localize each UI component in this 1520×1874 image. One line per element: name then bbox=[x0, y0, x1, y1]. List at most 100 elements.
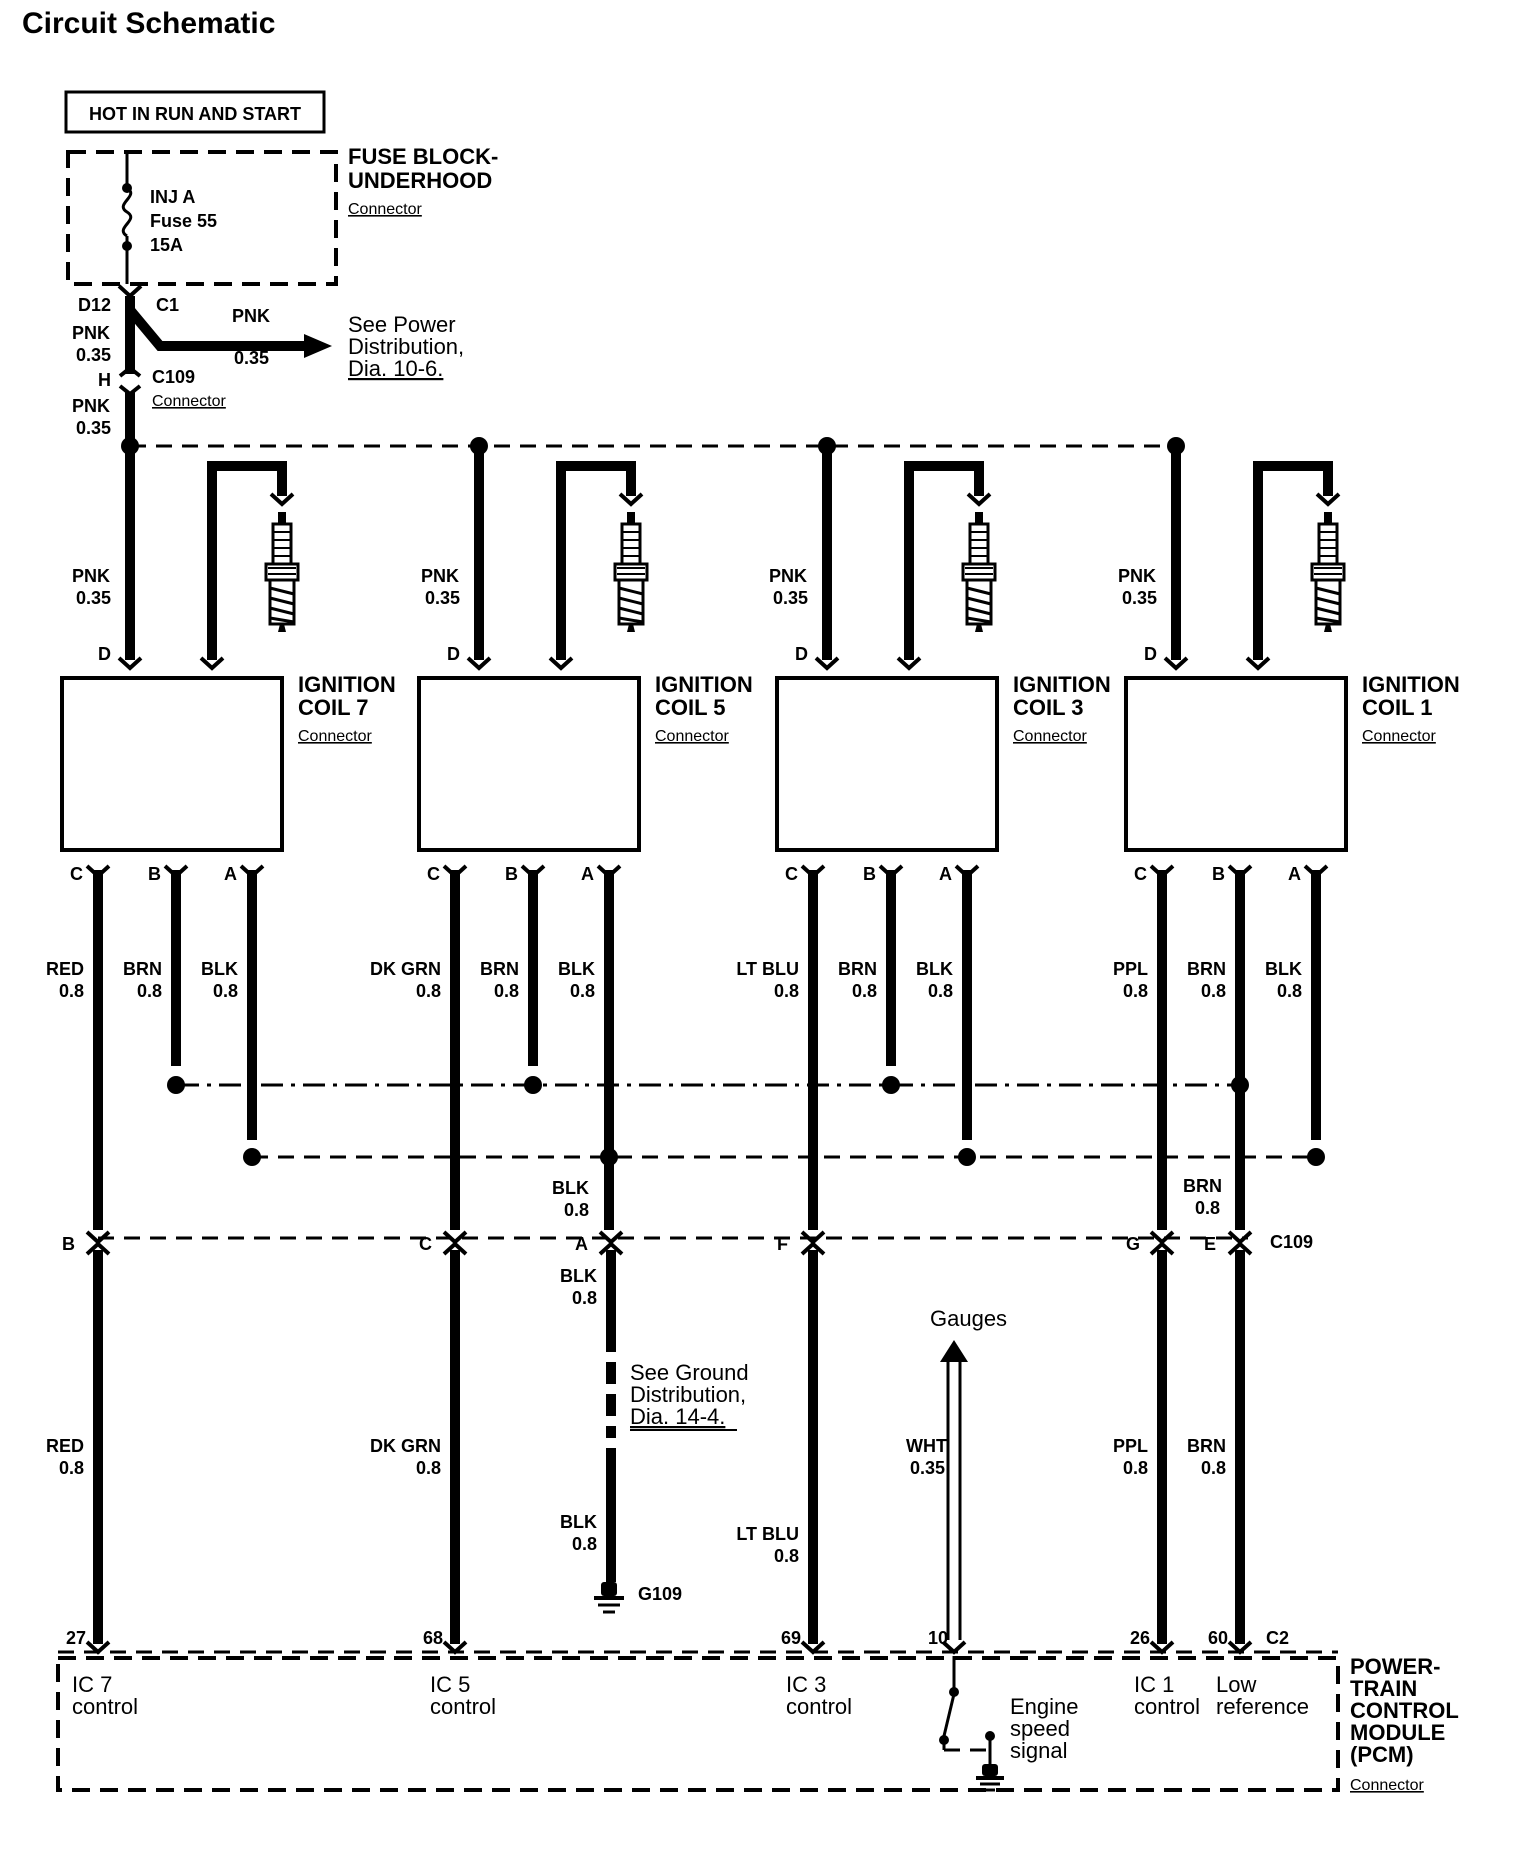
pcm-ic1-label-2: control bbox=[1134, 1694, 1200, 1719]
wht-wire-size: 0.35 bbox=[910, 1458, 945, 1478]
coil-ground-color: BLK bbox=[201, 959, 238, 979]
coil-ground-size: 0.8 bbox=[213, 981, 238, 1001]
fuse-block-connector: Connector bbox=[348, 201, 422, 218]
coil-supply-color: PNK bbox=[769, 566, 807, 586]
page-title: Circuit Schematic bbox=[22, 7, 275, 40]
coil-pin-label: B bbox=[505, 864, 518, 884]
ground-wire-size: 0.8 bbox=[572, 1288, 597, 1308]
coil-pin-label: A bbox=[939, 864, 952, 884]
fuse-name: INJ A bbox=[150, 187, 195, 207]
coil-control-color: RED bbox=[46, 959, 84, 979]
brn-splice-color: BRN bbox=[1183, 1176, 1222, 1196]
power-arrow bbox=[304, 334, 332, 358]
coil-box bbox=[417, 676, 641, 852]
c109-top-connector-label: Connector bbox=[152, 393, 226, 410]
pcm-ic3-label-1: IC 3 bbox=[786, 1672, 826, 1697]
brn-splice-size: 0.8 bbox=[1195, 1198, 1220, 1218]
pcm-wire-color: BRN bbox=[1187, 1436, 1226, 1456]
pcm-wire-color: PPL bbox=[1113, 1436, 1148, 1456]
ground-ref-line-2: Distribution, bbox=[630, 1382, 746, 1407]
gauges-label: Gauges bbox=[930, 1306, 1007, 1331]
coil-pin-label: B bbox=[148, 864, 161, 884]
fuse-block-name-2: UNDERHOOD bbox=[348, 168, 492, 193]
branch-wire-size: 0.35 bbox=[234, 348, 269, 368]
coil-control-color: LT BLU bbox=[736, 959, 799, 979]
coil-name-2: COIL 3 bbox=[1013, 695, 1084, 720]
coil-supply-size: 0.35 bbox=[773, 588, 808, 608]
pcm-wire-size: 0.8 bbox=[416, 1458, 441, 1478]
pcm-ic7-label-1: IC 7 bbox=[72, 1672, 112, 1697]
power-ref-line-1: See Power bbox=[348, 312, 456, 337]
pcm-pin-number: 60 bbox=[1208, 1628, 1228, 1648]
coil-box bbox=[775, 676, 999, 852]
coil-ref-size: 0.8 bbox=[137, 981, 162, 1001]
fuse-wire-size: 0.35 bbox=[76, 345, 111, 365]
coil-pin-label: C bbox=[1134, 864, 1147, 884]
ground-g109-symbol bbox=[594, 1582, 624, 1614]
coil-name-1: IGNITION bbox=[655, 672, 753, 697]
ground-wire-color: BLK bbox=[560, 1266, 597, 1286]
pcm-speed-label-3: signal bbox=[1010, 1738, 1067, 1763]
spark-plug-lead bbox=[556, 461, 636, 660]
pcm-low-label-2: reference bbox=[1216, 1694, 1309, 1719]
coil-pin-label: C bbox=[427, 864, 440, 884]
pcm-wire-size: 0.8 bbox=[774, 1546, 799, 1566]
wht-wire-color: WHT bbox=[906, 1436, 947, 1456]
coil-supply-color: PNK bbox=[72, 566, 110, 586]
coil-ref-color: BRN bbox=[123, 959, 162, 979]
coil-connector: Connector bbox=[1362, 728, 1436, 745]
coil-ref-size: 0.8 bbox=[494, 981, 519, 1001]
coil-name-2: COIL 7 bbox=[298, 695, 369, 720]
pcm-name-1: POWER- bbox=[1350, 1654, 1440, 1679]
coil-ref-color: BRN bbox=[1187, 959, 1226, 979]
coil-name-1: IGNITION bbox=[298, 672, 396, 697]
pcm-wire-color: LT BLU bbox=[736, 1524, 799, 1544]
c109-top-name: C109 bbox=[152, 367, 195, 387]
coil-pin-label: B bbox=[1212, 864, 1225, 884]
pcm-wire-size: 0.8 bbox=[1201, 1458, 1226, 1478]
coil-connector: Connector bbox=[1013, 728, 1087, 745]
coil-ground-size: 0.8 bbox=[1277, 981, 1302, 1001]
fuse-amperage: 15A bbox=[150, 235, 183, 255]
coil-supply-pin-label: D bbox=[447, 644, 460, 664]
c109-top-wire-size: 0.35 bbox=[76, 418, 111, 438]
spark-plug-icon bbox=[613, 510, 649, 634]
ground-g109-label: G109 bbox=[638, 1584, 682, 1604]
pcm-speed-label-1: Engine bbox=[1010, 1694, 1079, 1719]
spark-plug-lead bbox=[904, 461, 984, 660]
hot-in-run-label: HOT IN RUN AND START bbox=[89, 104, 301, 124]
pcm-box bbox=[56, 1656, 1340, 1792]
pcm-speed-label-2: speed bbox=[1010, 1716, 1070, 1741]
ground-ref-line-1: See Ground bbox=[630, 1360, 749, 1385]
c109-top-wire-color: PNK bbox=[72, 396, 110, 416]
coil-box bbox=[1124, 676, 1348, 852]
spark-plug-icon bbox=[1310, 510, 1346, 634]
ground-wire-color-lower: BLK bbox=[560, 1512, 597, 1532]
spark-plug-lead bbox=[1253, 461, 1333, 660]
coil-control-size: 0.8 bbox=[774, 981, 799, 1001]
pcm-name-2: TRAIN bbox=[1350, 1676, 1417, 1701]
gauges-arrow bbox=[940, 1340, 968, 1362]
coil-supply-pin bbox=[1163, 656, 1189, 671]
coil-control-size: 0.8 bbox=[59, 981, 84, 1001]
fuse-block-box bbox=[66, 150, 338, 286]
c109-bottom-pin: G bbox=[1126, 1234, 1140, 1254]
ground-wire-size-lower: 0.8 bbox=[572, 1534, 597, 1554]
c109-bottom-name: C109 bbox=[1270, 1232, 1313, 1252]
blk-splice-color: BLK bbox=[552, 1178, 589, 1198]
ref-splice-dot bbox=[167, 1076, 185, 1094]
coil-pin-label: A bbox=[1288, 864, 1301, 884]
coil-supply-pin bbox=[814, 656, 840, 671]
coil-connector: Connector bbox=[298, 728, 372, 745]
coil-name-1: IGNITION bbox=[1013, 672, 1111, 697]
coil-pin-label: C bbox=[785, 864, 798, 884]
ground-ref-line-3: Dia. 14-4. bbox=[630, 1404, 725, 1429]
coil-box bbox=[60, 676, 284, 852]
pcm-pin-number: 26 bbox=[1130, 1628, 1150, 1648]
pcm-connector: Connector bbox=[1350, 1777, 1424, 1794]
